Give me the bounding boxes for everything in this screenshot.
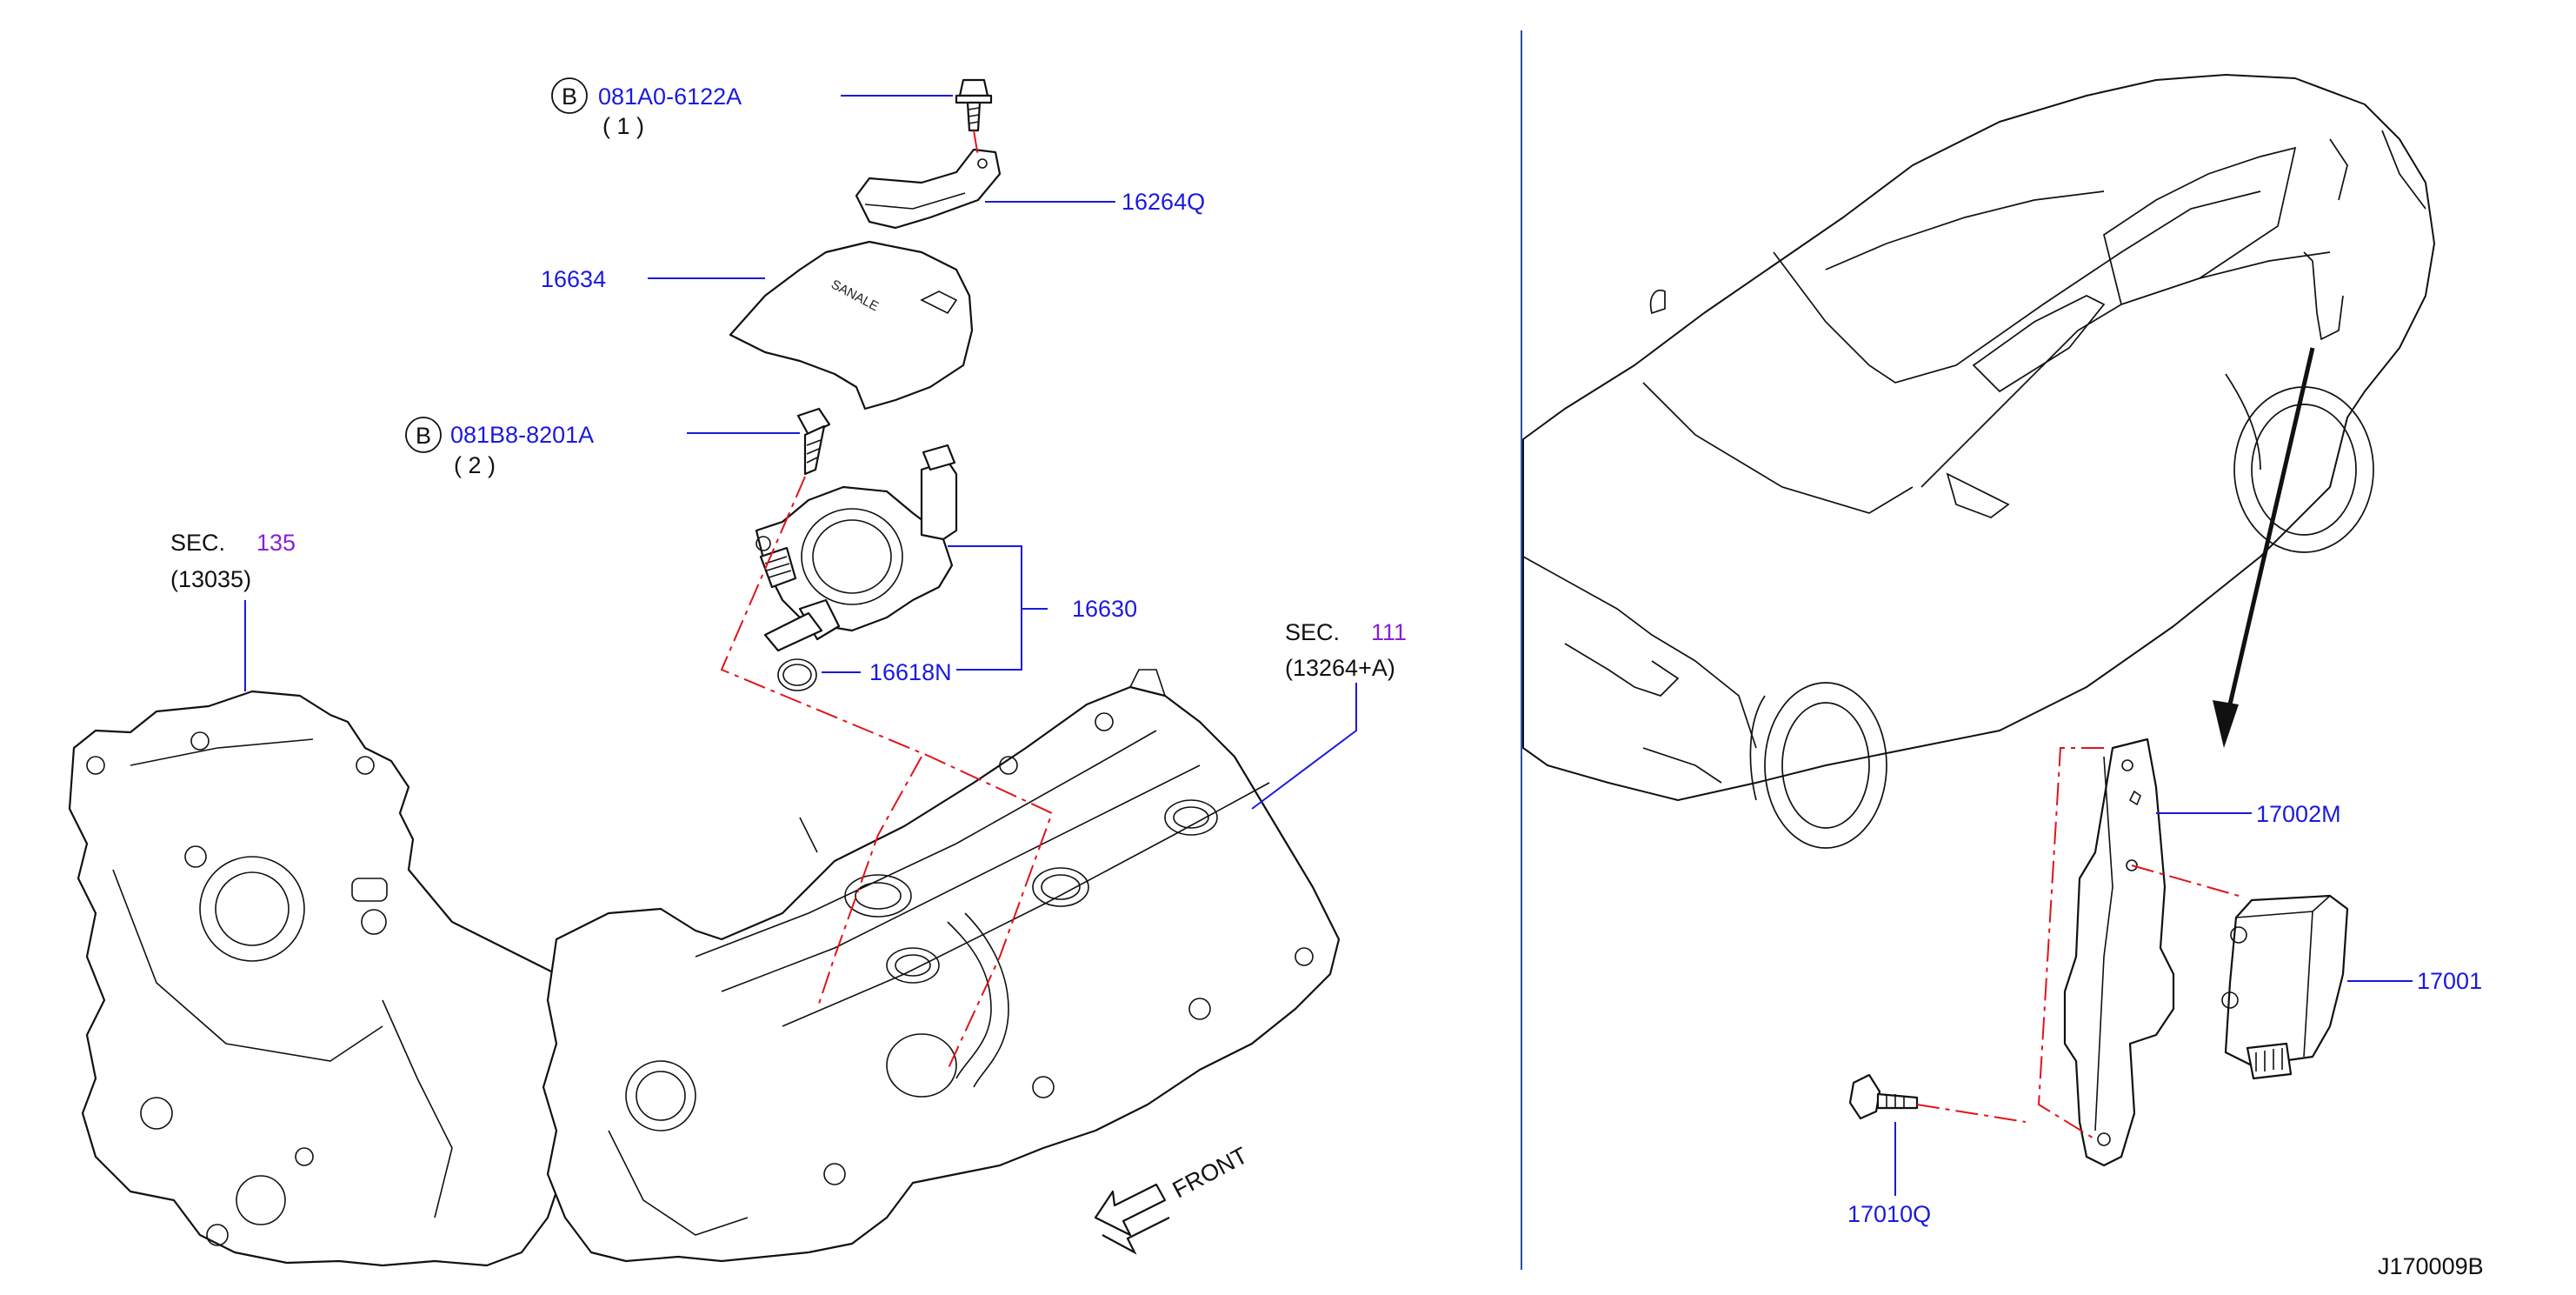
bracket-17002m-label: 17002M: [2256, 801, 2341, 827]
bolt-17010q-illustration: [1848, 1073, 1919, 1120]
sec-135-prefix: SEC.: [170, 530, 225, 556]
badge-b2-letter: B: [416, 423, 431, 449]
bolt-b2-qty: ( 2 ): [454, 452, 496, 478]
bolt-17010q-label: 17010Q: [1847, 1201, 1931, 1227]
control-module-17001-illustration: [2221, 894, 2349, 1080]
oring-16618n-label: 16618N: [869, 659, 952, 685]
front-label: FRONT: [1168, 1142, 1252, 1203]
pump-16630-label: 16630: [1072, 596, 1137, 622]
sec-135-number: 135: [256, 530, 296, 556]
sec-135-ref: (13035): [170, 566, 251, 592]
bracket-16264q-label: 16264Q: [1122, 189, 1205, 215]
diagram-id: J170009B: [2378, 1253, 2484, 1279]
badge-b2: B: [405, 417, 442, 453]
bolt-b1-qty: ( 1 ): [602, 113, 644, 139]
assembly-lines-right: [1916, 747, 2240, 1140]
badge-b1: B: [551, 77, 588, 114]
bracket-16264q-illustration: [855, 148, 1002, 230]
bolt-b1-number: 081A0-6122A: [598, 83, 742, 110]
assembly-lines-left: [720, 130, 1054, 1071]
valve-cover-illustration: [542, 669, 1341, 1263]
timing-cover-illustration: [68, 690, 576, 1267]
pump-cover-16634-illustration: SANALE: [729, 240, 974, 411]
leader-lines-right: [1894, 812, 2413, 1196]
oring-16618n-illustration: [777, 658, 817, 691]
bolt-b2-number: 081B8-8201A: [450, 422, 594, 448]
sec-111-prefix: SEC.: [1285, 619, 1340, 645]
front-arrow-icon: [1094, 1183, 1170, 1255]
bracket-17002m-illustration: [2063, 738, 2175, 1167]
sec-111-ref: (13264+A): [1285, 655, 1395, 681]
location-arrow: [2213, 347, 2315, 748]
module-17001-label: 17001: [2417, 968, 2482, 994]
fuel-pump-16630-illustration: [755, 444, 958, 652]
cover-16634-label: 16634: [541, 266, 606, 292]
sec-111-number: 111: [1371, 619, 1407, 645]
bolt-081a0-illustration: [955, 78, 993, 132]
leader-lines-left: [244, 95, 1357, 810]
car-illustration: [1522, 74, 2435, 849]
badge-b1-letter: B: [562, 83, 577, 110]
bolt-081b8-illustration: [796, 407, 831, 476]
